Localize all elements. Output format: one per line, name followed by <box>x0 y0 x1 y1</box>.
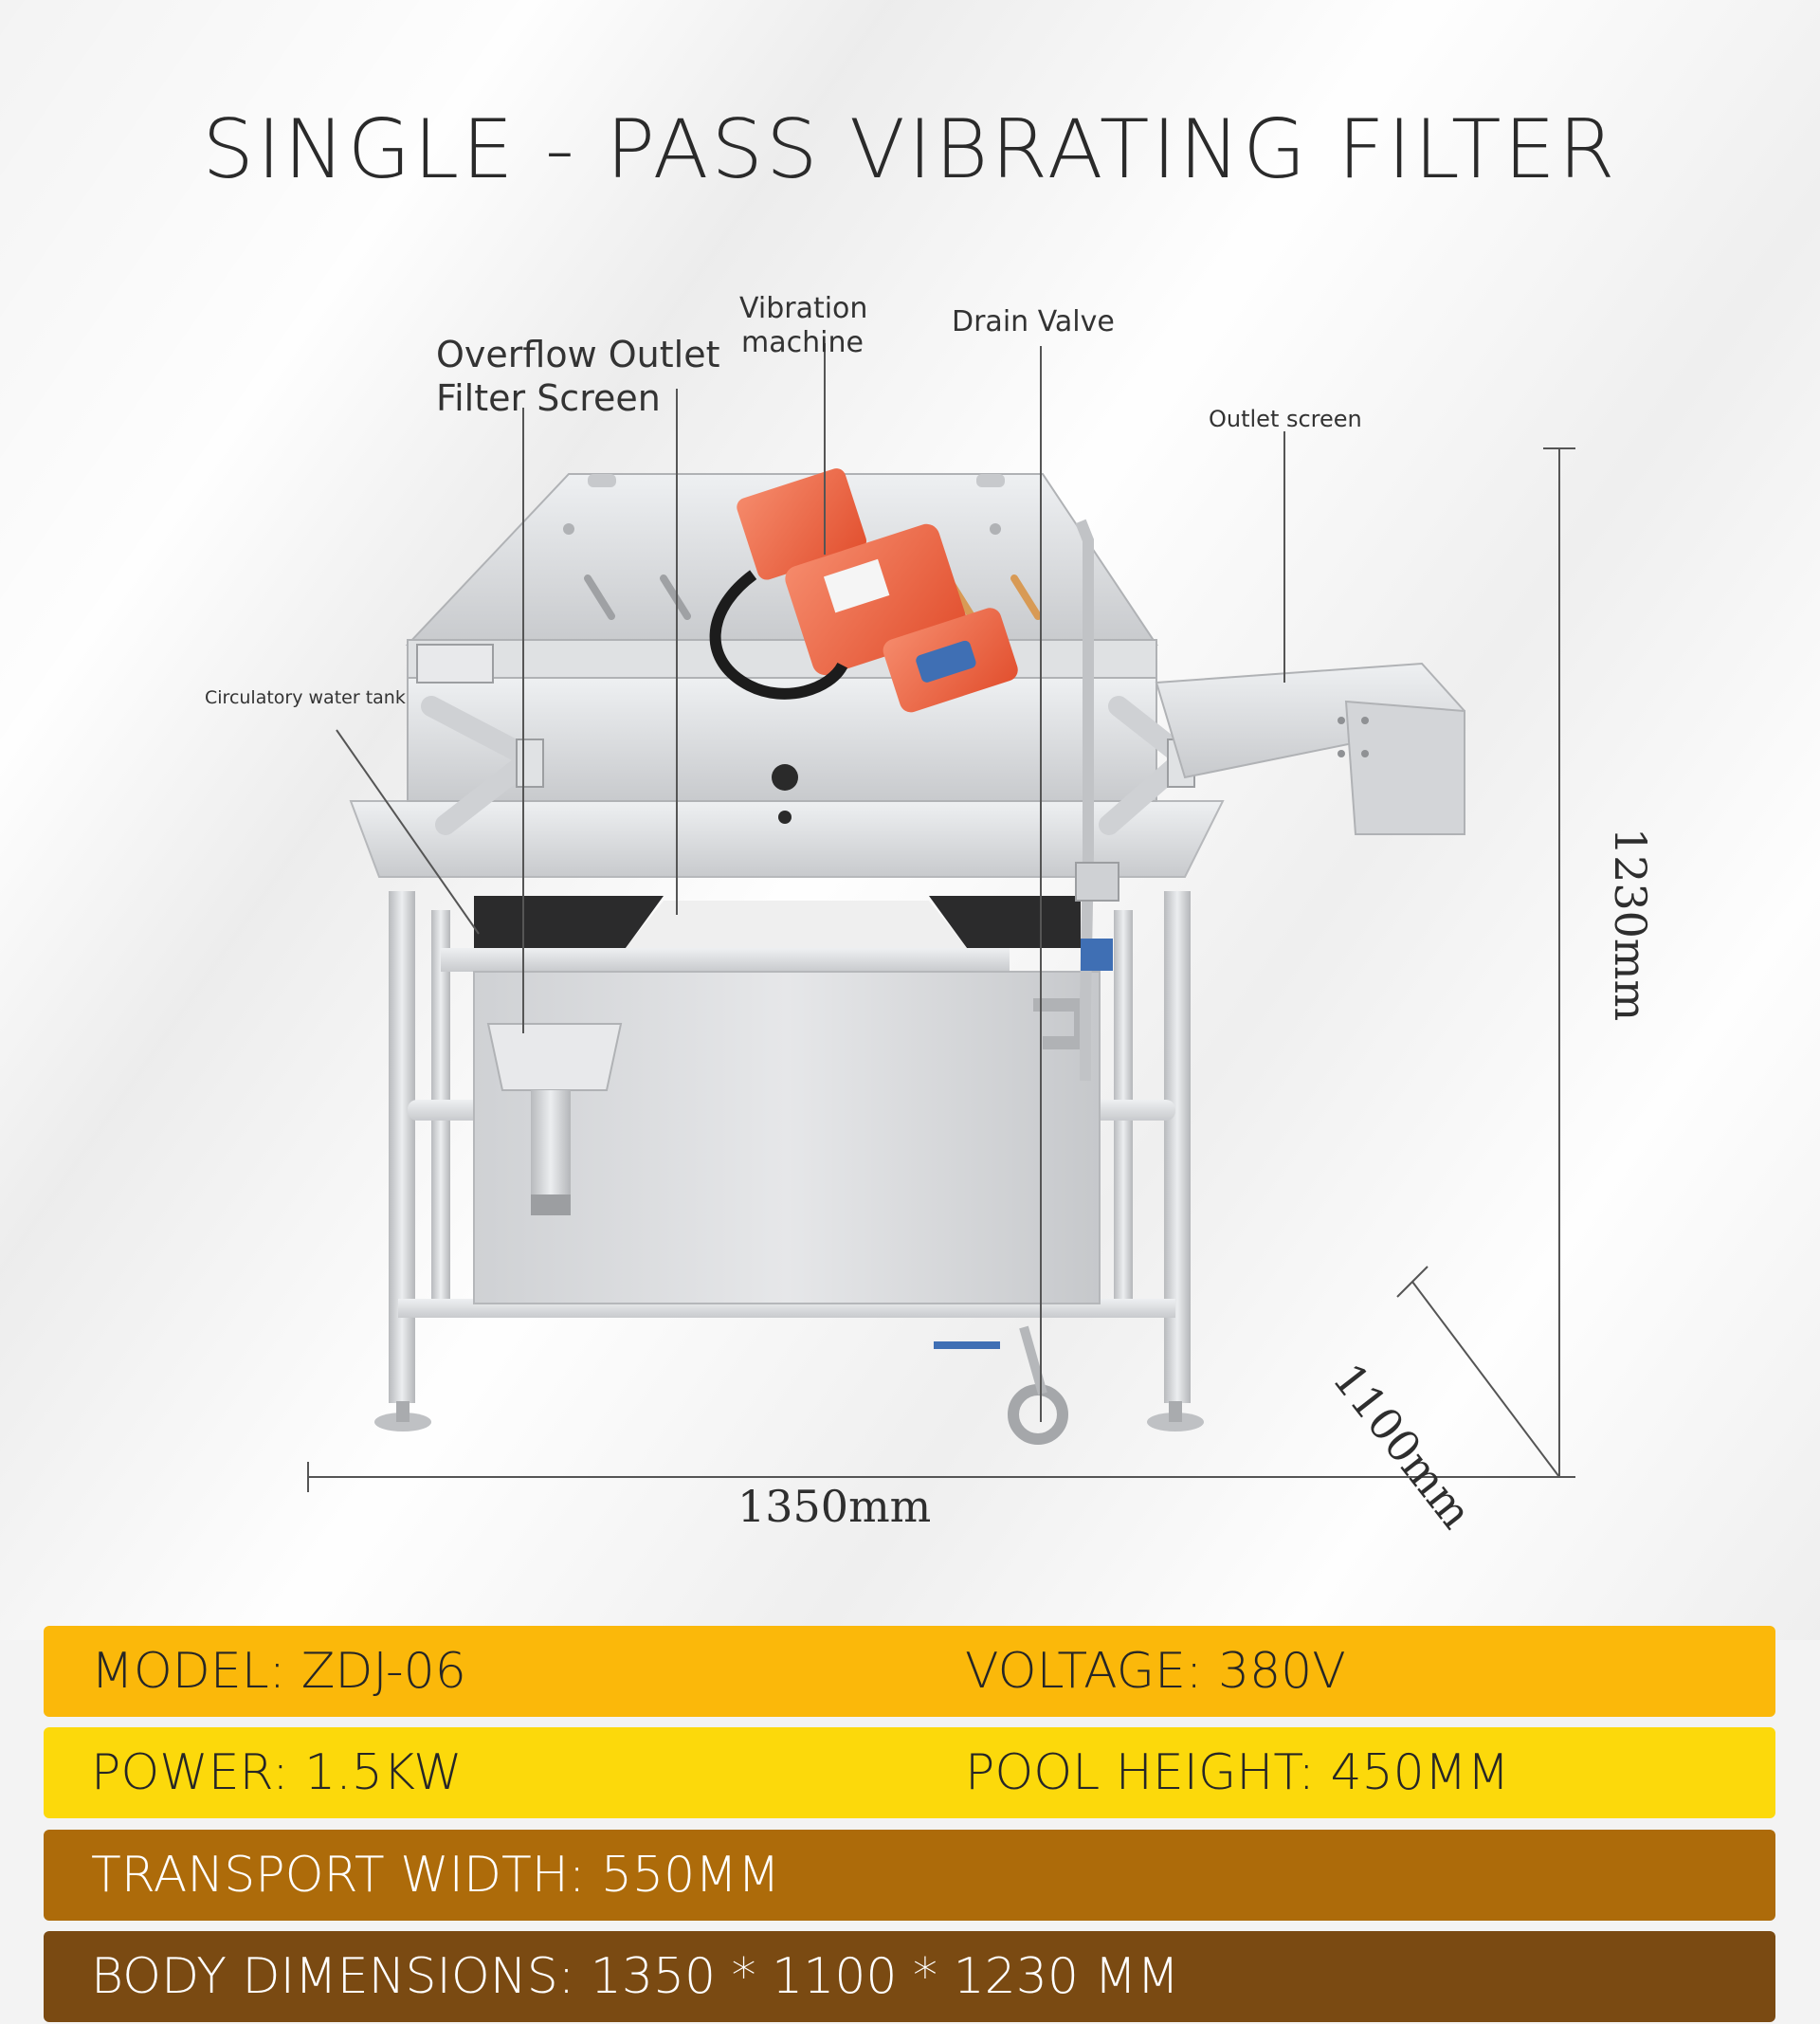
page-title: SINGLE - PASS VIBRATING FILTER <box>202 102 1618 197</box>
drain-pipe <box>934 519 1119 1445</box>
spec-body-dimensions: BODY DIMENSIONS: 1350 * 1100 * 1230 MM <box>91 1948 1180 2005</box>
spec-row-transport: TRANSPORT WIDTH: 550MM <box>44 1830 1775 1921</box>
callout-overflow-outlet: Overflow Outlet <box>436 334 720 375</box>
dimension-width: 1350mm <box>737 1481 932 1532</box>
machine-diagram <box>307 343 1575 1492</box>
callout-drain-valve: Drain Valve <box>952 305 1115 338</box>
callout-leaders <box>336 343 1285 1422</box>
dimension-height: 1230mm <box>1605 827 1656 1022</box>
callout-vibration-line2: machine <box>741 326 864 359</box>
screen-basin <box>349 800 1225 948</box>
outlet-chute <box>1155 662 1465 835</box>
spec-row-power-pool: POWER: 1.5KW POOL HEIGHT: 450MM <box>44 1727 1775 1818</box>
spec-row-model-voltage: MODEL: ZDJ-06 VOLTAGE: 380V <box>44 1626 1775 1717</box>
callout-outlet-screen: Outlet screen <box>1209 406 1362 432</box>
callout-circulatory-tank: Circulatory water tank <box>205 687 406 708</box>
spec-model: MODEL: ZDJ-06 <box>91 1643 466 1700</box>
frame-legs <box>374 891 1204 1431</box>
callout-filter-screen: Filter Screen <box>436 377 661 419</box>
vibration-motor <box>709 468 1018 713</box>
spec-voltage: VOLTAGE: 380V <box>965 1643 1346 1700</box>
spec-power: POWER: 1.5KW <box>91 1744 463 1801</box>
water-tank <box>441 948 1101 1304</box>
spec-pool-height: POOL HEIGHT: 450MM <box>965 1744 1510 1801</box>
dimension-lines <box>307 447 1575 1492</box>
spec-transport-width: TRANSPORT WIDTH: 550MM <box>91 1847 780 1904</box>
linkage-arms <box>416 644 1195 835</box>
callout-vibration-line1: Vibration <box>739 292 868 325</box>
spec-row-body-dimensions: BODY DIMENSIONS: 1350 * 1100 * 1230 MM <box>44 1931 1775 2022</box>
